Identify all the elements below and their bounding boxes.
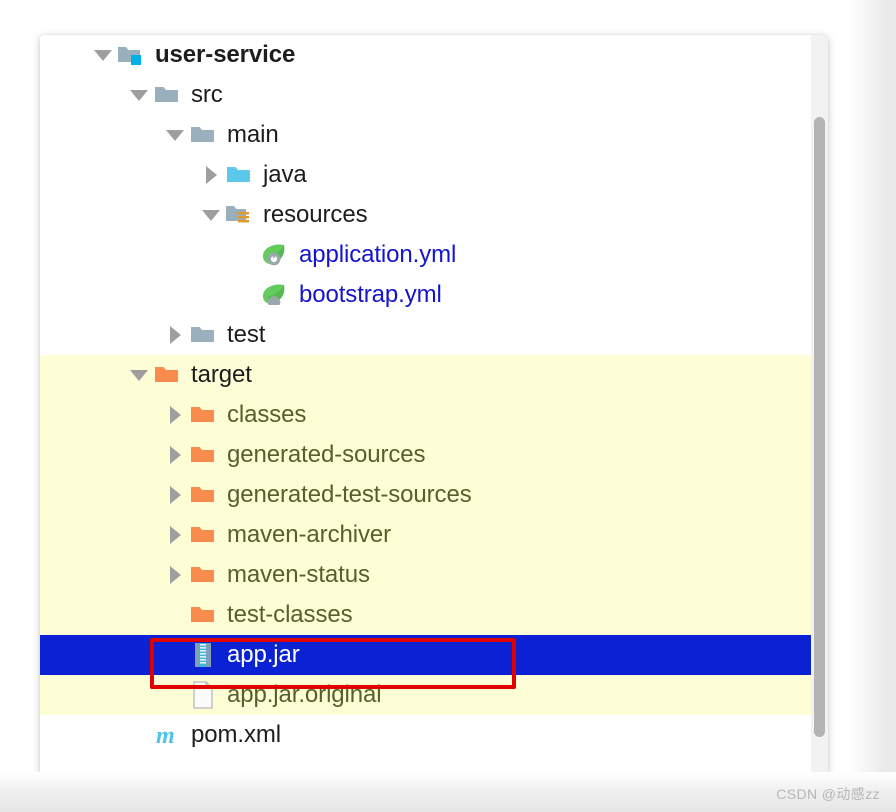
tree-row-label: resources bbox=[263, 201, 368, 228]
tree-row[interactable]: java bbox=[40, 155, 828, 195]
tree-row-label: generated-test-sources bbox=[227, 481, 472, 508]
tree-row-label: bootstrap.yml bbox=[299, 281, 442, 308]
tree-row-label: java bbox=[263, 161, 307, 188]
folder-orange-icon bbox=[188, 515, 218, 555]
vertical-scrollbar-track[interactable] bbox=[811, 35, 828, 775]
tree-row-label: pom.xml bbox=[191, 721, 281, 748]
tree-row[interactable]: maven-archiver bbox=[40, 515, 828, 555]
tree-row-label: user-service bbox=[155, 41, 296, 68]
tree-row[interactable]: test bbox=[40, 315, 828, 355]
expand-arrow-down-icon[interactable] bbox=[126, 355, 152, 395]
tree-row[interactable]: user-service bbox=[40, 35, 828, 75]
expand-arrow-down-icon[interactable] bbox=[126, 75, 152, 115]
folder-source-icon bbox=[224, 155, 254, 195]
tree-row[interactable]: maven-status bbox=[40, 555, 828, 595]
tree-row[interactable]: test-classes bbox=[40, 595, 828, 635]
expand-arrow-down-icon[interactable] bbox=[162, 115, 188, 155]
tree-row[interactable]: resources bbox=[40, 195, 828, 235]
twisty-placeholder bbox=[126, 715, 152, 755]
tree-row-label: target bbox=[191, 361, 252, 388]
tree-row[interactable]: src bbox=[40, 75, 828, 115]
tree-row[interactable]: classes bbox=[40, 395, 828, 435]
generic-file-icon bbox=[188, 675, 218, 715]
svg-text:m: m bbox=[156, 723, 175, 749]
expand-arrow-down-icon[interactable] bbox=[198, 195, 224, 235]
expand-arrow-right-icon[interactable] bbox=[162, 395, 188, 435]
tree-row[interactable]: target bbox=[40, 355, 828, 395]
tree-row-label: test-classes bbox=[227, 601, 353, 628]
expand-arrow-right-icon[interactable] bbox=[198, 155, 224, 195]
tree-row[interactable]: app.jar bbox=[40, 635, 828, 675]
tree-row-label: main bbox=[227, 121, 279, 148]
tree-row[interactable]: bootstrap.yml bbox=[40, 275, 828, 315]
tree-row[interactable]: generated-sources bbox=[40, 435, 828, 475]
twisty-placeholder bbox=[162, 595, 188, 635]
tree-row-label: app.jar.original bbox=[227, 681, 382, 708]
twisty-placeholder bbox=[162, 635, 188, 675]
vertical-scrollbar-thumb[interactable] bbox=[814, 117, 825, 737]
maven-pom-icon: m bbox=[152, 715, 182, 755]
expand-arrow-right-icon[interactable] bbox=[162, 555, 188, 595]
expand-arrow-right-icon[interactable] bbox=[162, 435, 188, 475]
tree-row[interactable]: main bbox=[40, 115, 828, 155]
tree-row[interactable]: generated-test-sources bbox=[40, 475, 828, 515]
spring-config-icon bbox=[260, 235, 290, 275]
twisty-placeholder bbox=[234, 275, 260, 315]
expand-arrow-right-icon[interactable] bbox=[162, 515, 188, 555]
module-folder-icon bbox=[116, 35, 146, 75]
jar-file-icon bbox=[188, 635, 218, 675]
twisty-placeholder bbox=[162, 675, 188, 715]
tree-row-label: app.jar bbox=[227, 641, 300, 668]
tree-row-label: src bbox=[191, 81, 223, 108]
tree-row[interactable]: m pom.xml bbox=[40, 715, 828, 755]
folder-orange-icon bbox=[188, 595, 218, 635]
tree-row[interactable]: app.jar.original bbox=[40, 675, 828, 715]
tree-row-label: maven-status bbox=[227, 561, 370, 588]
expand-arrow-right-icon[interactable] bbox=[162, 475, 188, 515]
tree-row-label: maven-archiver bbox=[227, 521, 391, 548]
page-right-shade bbox=[850, 0, 896, 812]
spring-cloud-icon bbox=[260, 275, 290, 315]
twisty-placeholder bbox=[234, 235, 260, 275]
folder-orange-icon bbox=[188, 435, 218, 475]
expand-arrow-down-icon[interactable] bbox=[90, 35, 116, 75]
folder-orange-icon bbox=[152, 355, 182, 395]
page-bottom-shade bbox=[0, 772, 896, 812]
tree-row-label: application.yml bbox=[299, 241, 457, 268]
tree-row-label: classes bbox=[227, 401, 307, 428]
folder-orange-icon bbox=[188, 475, 218, 515]
folder-resources-icon bbox=[224, 195, 254, 235]
watermark-text: CSDN @动感zz bbox=[776, 786, 880, 802]
folder-gray-icon bbox=[188, 115, 218, 155]
folder-gray-icon bbox=[188, 315, 218, 355]
tree-row-label: test bbox=[227, 321, 266, 348]
tree-row[interactable]: application.yml bbox=[40, 235, 828, 275]
folder-gray-icon bbox=[152, 75, 182, 115]
tree-row-label: generated-sources bbox=[227, 441, 426, 468]
folder-orange-icon bbox=[188, 555, 218, 595]
expand-arrow-right-icon[interactable] bbox=[162, 315, 188, 355]
folder-orange-icon bbox=[188, 395, 218, 435]
